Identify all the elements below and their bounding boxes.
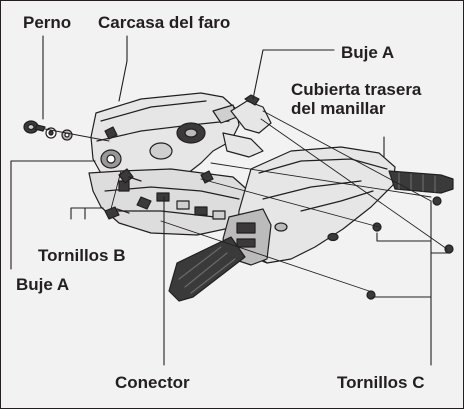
upper-bracket [222,94,272,158]
screws-c [366,196,454,300]
label-carcasa-del-faro: Carcasa del faro [98,13,231,32]
lower-housing [88,168,252,236]
label-buje-a-top: Buje A [341,43,395,62]
label-cubierta-line1: Cubierta trasera [291,80,422,99]
label-cubierta-line2: del manillar [291,99,386,118]
leader-lines [10,35,450,366]
label-cubierta-trasera: Cubierta trasera del manillar [291,80,421,118]
headlight-housing [90,92,240,192]
bolt-parts [23,120,73,141]
label-perno: Perno [23,13,72,32]
label-tornillos-b: Tornillos B [38,246,126,265]
assembly-lines [44,110,448,292]
label-buje-a-left: Buje A [16,275,70,294]
screws-b [104,168,214,220]
label-conector: Conector [115,373,190,392]
left-switch-assembly [168,208,272,302]
label-tornillos-c: Tornillos C [337,373,425,392]
right-grip [388,170,454,194]
